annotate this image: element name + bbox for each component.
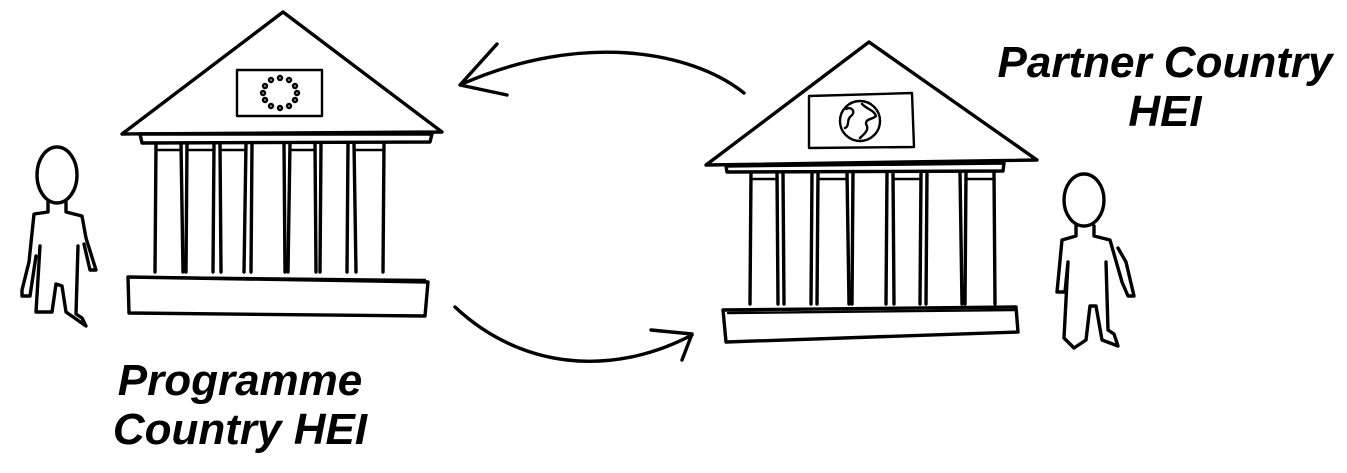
programme-label-line2: Country HEI xyxy=(112,405,368,455)
programme-country-hei-label: Programme Country HEI xyxy=(60,356,420,455)
globe-flag-icon xyxy=(807,91,916,150)
programme-country-building-icon xyxy=(120,10,444,318)
programme-label-line1: Programme xyxy=(117,356,363,405)
partner-label-line1: Partner Country xyxy=(997,38,1333,87)
exchange-arrows-icon xyxy=(453,42,746,363)
programme-student-figure-icon xyxy=(20,145,98,328)
partner-student-figure-icon xyxy=(1055,172,1136,350)
partner-label-line2: HEI xyxy=(1128,87,1202,137)
partner-country-building-icon xyxy=(704,40,1039,344)
eu-flag-icon xyxy=(235,68,324,118)
partner-country-hei-label: Partner Country HEI xyxy=(970,38,1347,137)
